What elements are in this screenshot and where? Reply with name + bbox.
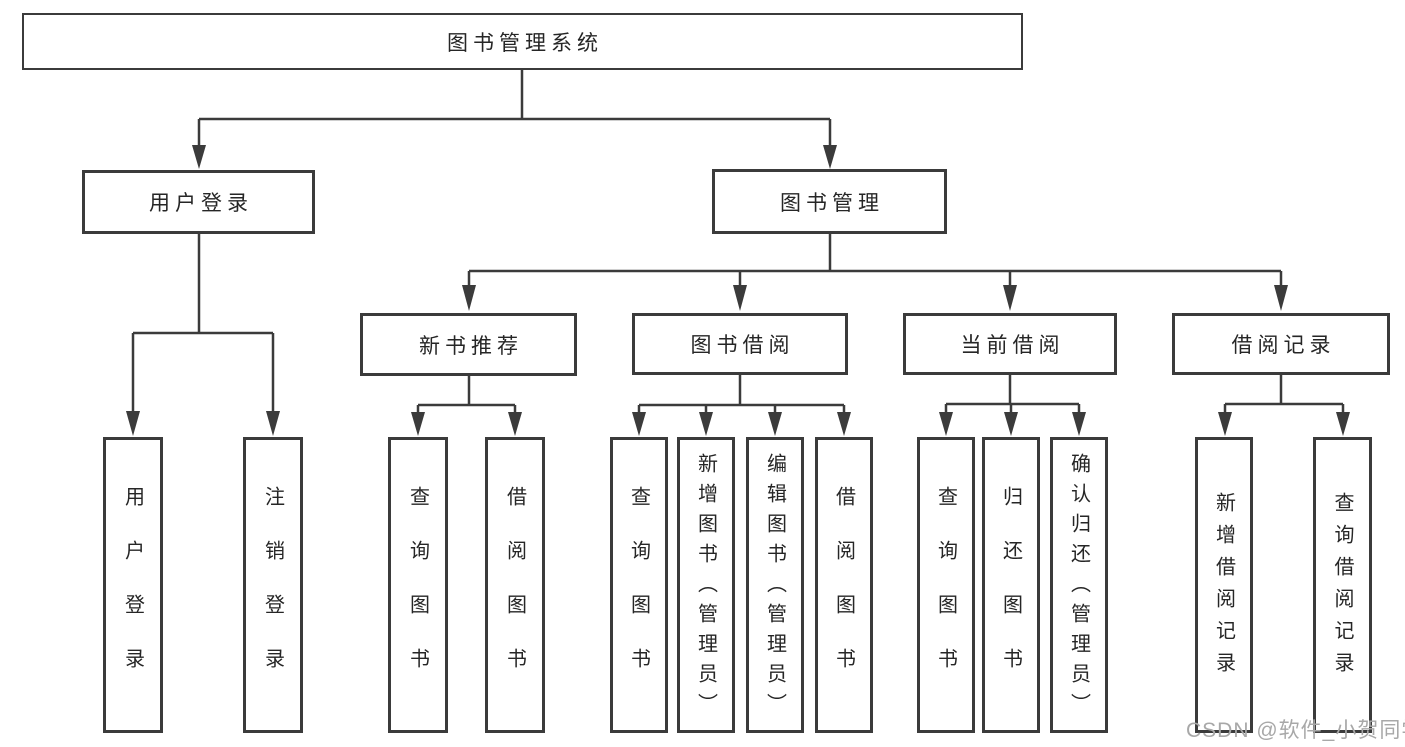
node-label: 新书推荐 bbox=[419, 334, 523, 358]
leaf-label: 归还图书 bbox=[999, 485, 1022, 702]
leaf-label: 编辑图书（管理员） bbox=[763, 452, 786, 723]
arrowhead bbox=[462, 285, 476, 311]
arrowhead bbox=[699, 412, 713, 436]
leaf-label: 注销登录 bbox=[261, 485, 284, 702]
node-library-system: 图书管理系统 bbox=[22, 13, 1023, 70]
leaf-query-borrow-record: 查询借阅记录 bbox=[1313, 437, 1372, 733]
arrowhead bbox=[939, 412, 953, 436]
arrowhead bbox=[632, 412, 646, 436]
node-label: 图书借阅 bbox=[690, 334, 795, 357]
arrowhead bbox=[733, 285, 747, 311]
arrowhead bbox=[508, 412, 522, 436]
arrowhead bbox=[837, 412, 851, 436]
arrowhead bbox=[1072, 412, 1086, 436]
node-user-login: 用户登录 bbox=[82, 170, 315, 234]
arrowhead bbox=[1003, 285, 1017, 311]
leaf-borrow-books-recommend: 借阅图书 bbox=[485, 437, 545, 733]
csdn-watermark: CSDN @软件_小贺同学 bbox=[1186, 719, 1405, 742]
arrowhead bbox=[266, 411, 280, 436]
arrowhead bbox=[1274, 285, 1288, 311]
leaf-label: 新增借阅记录 bbox=[1212, 492, 1235, 684]
node-new-book-recommend: 新书推荐 bbox=[360, 313, 577, 376]
leaf-confirm-return-admin: 确认归还（管理员） bbox=[1050, 437, 1108, 733]
leaf-label: 确认归还（管理员） bbox=[1067, 452, 1090, 723]
node-current-borrow: 当前借阅 bbox=[903, 313, 1117, 375]
arrowhead bbox=[1218, 412, 1232, 436]
node-label: 用户登录 bbox=[149, 192, 253, 215]
leaf-query-books-borrow: 查询图书 bbox=[610, 437, 668, 733]
leaf-label: 查询图书 bbox=[406, 485, 429, 702]
arrowhead bbox=[411, 412, 425, 436]
arrowhead bbox=[1004, 412, 1018, 436]
node-book-borrow: 图书借阅 bbox=[632, 313, 848, 375]
arrowhead bbox=[1336, 412, 1350, 436]
node-book-management: 图书管理 bbox=[712, 169, 947, 234]
node-label: 当前借阅 bbox=[960, 334, 1065, 357]
leaf-label: 用户登录 bbox=[121, 485, 144, 702]
leaf-label: 查询借阅记录 bbox=[1331, 492, 1353, 684]
leaf-query-books-recommend: 查询图书 bbox=[388, 437, 448, 733]
node-label: 借阅记录 bbox=[1231, 334, 1336, 357]
node-label: 图书管理系统 bbox=[447, 31, 603, 55]
arrowhead bbox=[126, 411, 140, 436]
leaf-label: 新增图书（管理员） bbox=[694, 452, 717, 723]
leaf-label: 查询图书 bbox=[934, 485, 957, 702]
leaf-user-login: 用户登录 bbox=[103, 437, 163, 733]
leaf-label: 借阅图书 bbox=[503, 485, 526, 702]
node-borrow-records: 借阅记录 bbox=[1172, 313, 1390, 375]
arrowhead bbox=[192, 145, 206, 169]
arrowhead bbox=[768, 412, 782, 436]
leaf-label: 查询图书 bbox=[627, 485, 650, 702]
arrowhead bbox=[823, 145, 837, 169]
node-label: 图书管理 bbox=[780, 191, 884, 215]
leaf-edit-books-admin: 编辑图书（管理员） bbox=[746, 437, 804, 733]
leaf-return-books: 归还图书 bbox=[982, 437, 1040, 733]
leaf-label: 借阅图书 bbox=[832, 485, 855, 702]
leaf-query-books-current: 查询图书 bbox=[917, 437, 975, 733]
leaf-logout: 注销登录 bbox=[243, 437, 303, 733]
leaf-add-borrow-record: 新增借阅记录 bbox=[1195, 437, 1253, 733]
leaf-borrow-books: 借阅图书 bbox=[815, 437, 873, 733]
leaf-add-books-admin: 新增图书（管理员） bbox=[677, 437, 735, 733]
